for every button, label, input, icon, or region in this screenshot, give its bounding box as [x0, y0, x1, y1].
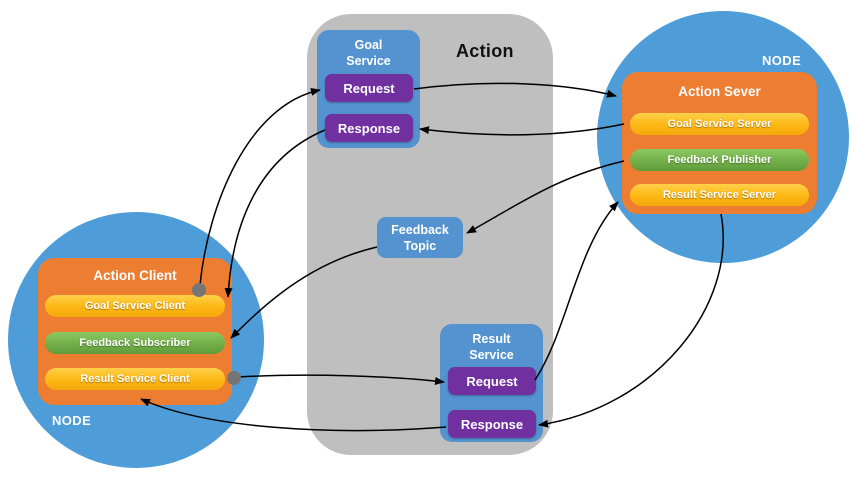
result-service-title: Result Service	[469, 332, 514, 363]
result-client-connector-dot	[227, 371, 241, 385]
feedback-topic-box: Feedback Topic	[377, 217, 463, 258]
goal-client-connector-dot	[192, 283, 206, 297]
goal-response-button: Response	[325, 114, 413, 142]
result-request-button: Request	[448, 367, 536, 395]
feedback-publisher-pill: Feedback Publisher	[630, 149, 809, 171]
action-client-title: Action Client	[93, 268, 177, 283]
result-service-server-pill: Result Service Server	[630, 184, 809, 206]
goal-service-server-pill: Goal Service Server	[630, 113, 809, 135]
goal-service-title: Goal Service	[346, 38, 391, 69]
goal-service-client-pill: Goal Service Client	[45, 295, 225, 317]
server-node-label: NODE	[762, 53, 802, 68]
feedback-topic-title: Feedback Topic	[391, 223, 449, 254]
goal-request-button: Request	[325, 74, 413, 102]
result-response-button: Response	[448, 410, 536, 438]
action-server-title: Action Sever	[678, 84, 761, 99]
result-service-client-pill: Result Service Client	[45, 368, 225, 390]
client-node-label: NODE	[52, 413, 92, 428]
feedback-subscriber-pill: Feedback Subscriber	[45, 332, 225, 354]
action-group-title: Action	[456, 41, 514, 61]
